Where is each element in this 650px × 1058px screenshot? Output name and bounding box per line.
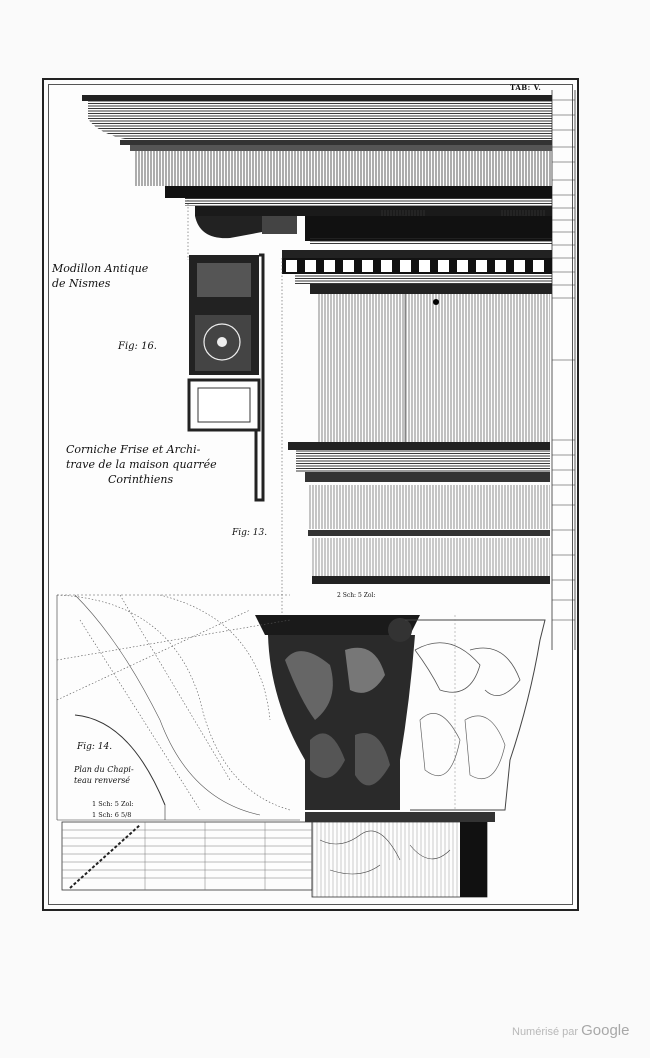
corniche-caption-line1: Corniche Frise et Archi- — [66, 443, 201, 456]
corniche-caption-line2: trave de la maison quarrée — [66, 457, 217, 471]
corniche-caption-line3: Corinthiens — [108, 472, 174, 486]
scale-label-1: 1 Sch: 5 Zol: — [92, 800, 134, 808]
plate-number: TAB: V. — [510, 83, 542, 92]
scale-bar — [61, 821, 313, 891]
modillon-caption-line2: de Nismes — [52, 276, 111, 290]
plate-inner-frame — [48, 84, 573, 905]
architrave — [288, 442, 550, 584]
plan-caption-line2: teau renversé — [74, 775, 131, 785]
scale-label-3: 2 Sch: 5 Zol: — [337, 592, 376, 599]
modillon-caption: Modillon Antique de Nismes — [52, 262, 182, 292]
measurement-scale-column — [551, 90, 576, 650]
figure-16-label: Fig: 16. — [118, 341, 157, 352]
modillion-detail — [187, 253, 265, 502]
corinthian-capital — [255, 615, 546, 898]
watermark-brand: Google — [581, 1022, 630, 1039]
cornice — [82, 95, 552, 294]
corniche-caption: Corniche Frise et Archi- trave de la mai… — [66, 443, 266, 488]
scale-label-2: 1 Sch: 6 5/8 — [92, 811, 132, 819]
figure-13-label: Fig: 13. — [232, 528, 268, 538]
modillon-caption-line1: Modillon Antique — [52, 262, 149, 275]
watermark-prefix: Numérisé par — [512, 1026, 579, 1038]
frieze — [318, 294, 550, 442]
digitization-watermark: Numérisé par Google — [512, 1022, 629, 1039]
plan-caption-line1: Plan du Chapi- — [74, 765, 134, 774]
plan-caption: Plan du Chapi- teau renversé — [74, 765, 154, 787]
figure-14-label: Fig: 14. — [77, 742, 113, 752]
capital-plan-construction — [56, 594, 300, 821]
